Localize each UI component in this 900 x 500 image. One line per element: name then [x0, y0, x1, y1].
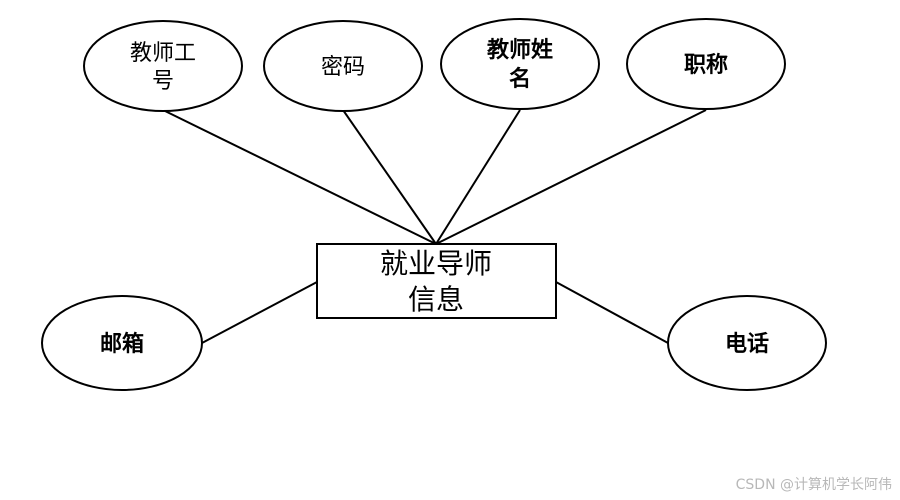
- watermark: CSDN @计算机学长阿伟: [735, 477, 892, 493]
- attribute-title: [626, 18, 786, 110]
- connector-email: [201, 281, 318, 344]
- attribute-teacher-id: [83, 20, 243, 112]
- attribute-teacher-name-label-line1: 教师姓: [487, 37, 553, 63]
- attribute-phone-label: 电话: [725, 332, 769, 357]
- attribute-teacher-name: [440, 18, 600, 110]
- entity-label-line1: 就业导师: [380, 247, 492, 280]
- attribute-teacher-name-label-line2: 名: [509, 66, 531, 92]
- connector-phone: [555, 281, 669, 344]
- attribute-title-label: 职称: [684, 52, 728, 78]
- attribute-password-label: 密码: [321, 55, 365, 80]
- attribute-teacher-id-label-line2: 号: [152, 69, 174, 94]
- connector-teacher-id: [162, 109, 437, 245]
- attribute-phone: [667, 295, 827, 391]
- connector-password: [342, 109, 437, 245]
- attribute-password: [263, 20, 423, 112]
- attribute-email: [41, 295, 203, 391]
- entity-label-line2: 信息: [408, 283, 464, 316]
- connector-teacher-name: [435, 109, 521, 245]
- attribute-email-label: 邮箱: [100, 331, 144, 357]
- entity-box: [316, 243, 557, 319]
- attribute-teacher-id-label-line1: 教师工: [130, 41, 196, 66]
- connector-title: [435, 109, 707, 245]
